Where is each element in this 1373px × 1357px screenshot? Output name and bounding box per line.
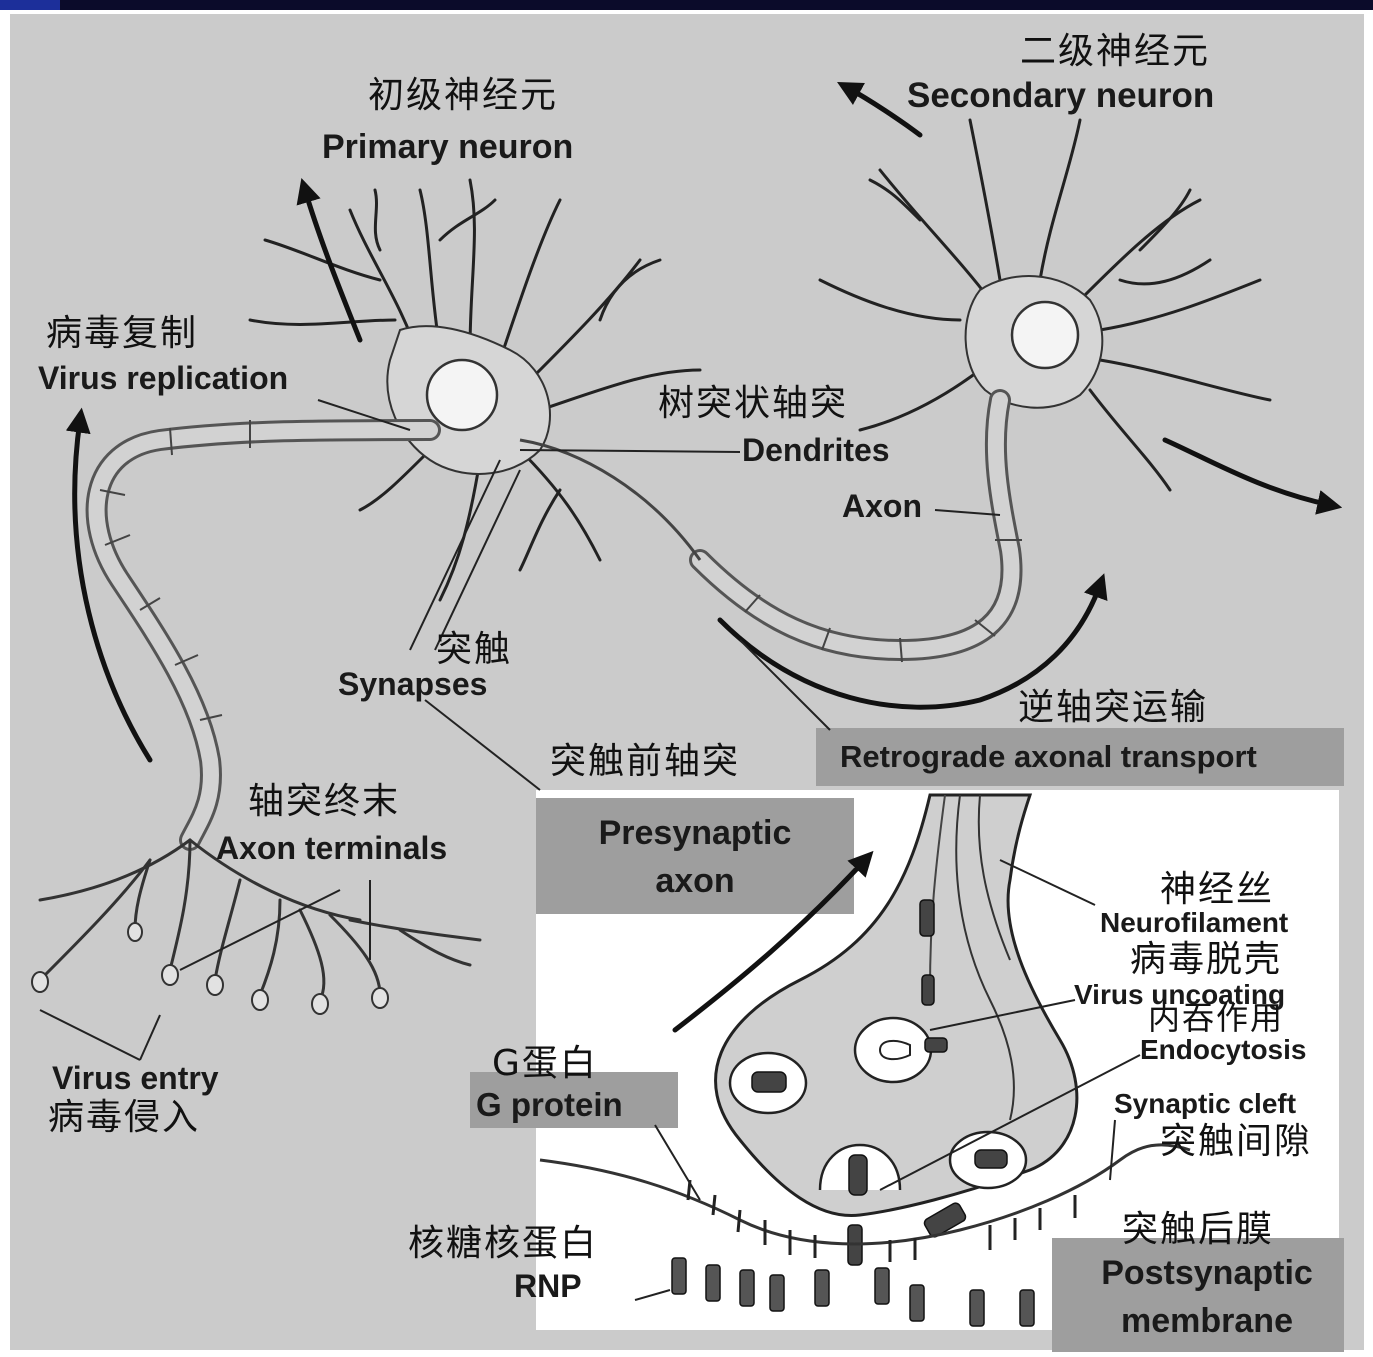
- virus-uncoating-label-zh: 病毒脱壳: [1130, 942, 1282, 978]
- retrograde-label-en: Retrograde axonal transport: [840, 741, 1257, 772]
- primary-neuron-label-en: Primary neuron: [322, 130, 573, 164]
- axon-terminals-label-en: Axon terminals: [216, 832, 447, 864]
- axon-terminals-label-zh: 轴突终末: [248, 784, 400, 820]
- primary-neuron-nucleus: [427, 360, 497, 430]
- dendrite-connection: [520, 440, 700, 560]
- g-protein-label-en: G protein: [476, 1088, 623, 1121]
- retrograde-label-zh: 逆轴突运输: [1018, 690, 1208, 726]
- presynaptic-label-zh: 突触前轴突: [550, 744, 740, 780]
- secondary-neuron-label-zh: 二级神经元: [1020, 34, 1210, 70]
- endocytosis-label-zh: 内吞作用: [1148, 1002, 1284, 1034]
- uncoating-particle: [880, 1041, 910, 1059]
- synapses-label-zh: 突触: [436, 632, 512, 668]
- presynaptic-label-en-line2: axon: [540, 864, 850, 898]
- g-protein-label-zh: G蛋白: [492, 1046, 598, 1082]
- postsynaptic-label-en-line2: membrane: [1052, 1304, 1362, 1338]
- virus-replication-label-zh: 病毒复制: [46, 316, 198, 352]
- dendrites-label-en: Dendrites: [742, 434, 890, 466]
- dendrites-label-zh: 树突状轴突: [658, 386, 848, 422]
- virus-entry-label-zh: 病毒侵入: [48, 1100, 200, 1136]
- rnp-label-en: RNP: [514, 1270, 582, 1302]
- neurofilament-label-en: Neurofilament: [1100, 909, 1288, 937]
- postsynaptic-label-zh: 突触后膜: [1122, 1212, 1274, 1248]
- axon-label: Axon: [842, 490, 922, 522]
- presynaptic-label-en-line1: Presynaptic: [540, 816, 850, 850]
- primary-neuron-axon: [97, 430, 430, 840]
- secondary-neuron-label-en: Secondary neuron: [907, 78, 1214, 113]
- rnp-label-zh: 核糖核蛋白: [408, 1226, 598, 1262]
- synaptic-cleft-label-zh: 突触间隙: [1160, 1124, 1312, 1160]
- synapses-label-en: Synapses: [338, 668, 487, 700]
- secondary-neuron-nucleus: [1012, 302, 1078, 368]
- neurofilament-label-zh: 神经丝: [1160, 872, 1274, 908]
- endocytosis-label-en: Endocytosis: [1140, 1036, 1306, 1064]
- rnp-particles: [672, 1258, 1034, 1326]
- virus-entry-label-en: Virus entry: [52, 1062, 219, 1094]
- primary-neuron-label-zh: 初级神经元: [368, 78, 558, 114]
- axon-terminal-boutons: [32, 923, 388, 1014]
- postsynaptic-label-en-line1: Postsynaptic: [1052, 1256, 1362, 1290]
- synaptic-cleft-label-en: Synaptic cleft: [1114, 1090, 1296, 1118]
- virus-replication-label-en: Virus replication: [38, 362, 288, 394]
